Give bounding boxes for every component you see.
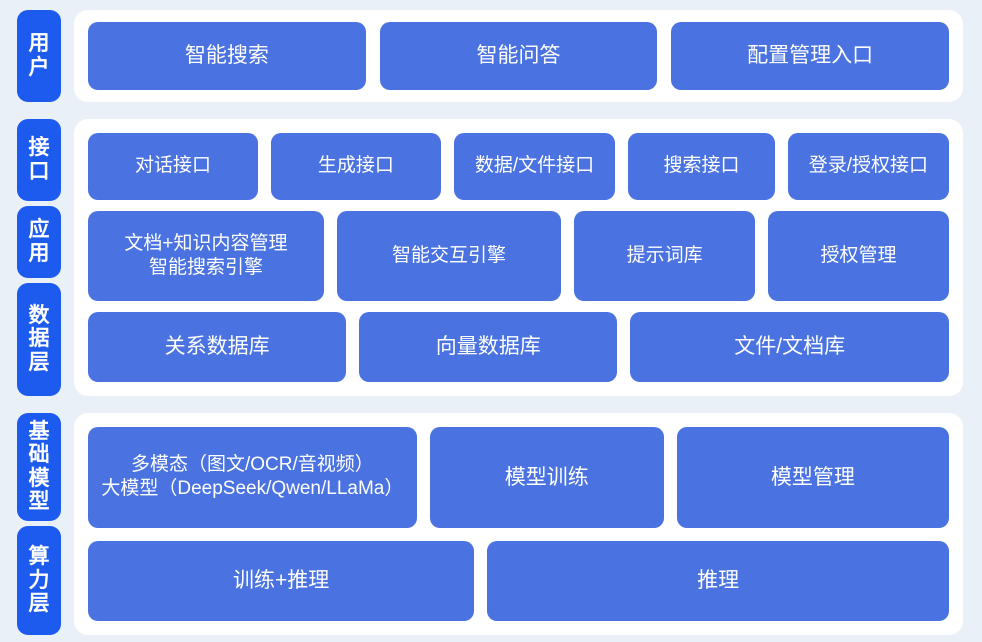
row-compute: 训练+推理 推理 bbox=[88, 541, 949, 622]
layer-tab-foundation-model-label: 基础模型 bbox=[28, 419, 50, 514]
box-intelligent-qa[interactable]: 智能问答 bbox=[379, 22, 658, 90]
box-inference[interactable]: 推理 bbox=[487, 541, 949, 622]
row-application: 文档+知识内容管理 智能搜索引擎 智能交互引擎 提示词库 授权管理 bbox=[88, 210, 949, 302]
layer-tab-application[interactable]: 应用 bbox=[17, 205, 61, 278]
layer-tab-data-label: 数据层 bbox=[28, 303, 50, 374]
box-config-management-entry[interactable]: 配置管理入口 bbox=[671, 22, 950, 90]
layer-tab-data[interactable]: 数据层 bbox=[17, 282, 61, 396]
box-interaction-engine[interactable]: 智能交互引擎 bbox=[336, 210, 562, 302]
layer-tab-rail-user: 用户 bbox=[0, 10, 74, 102]
box-multimodal-large-model[interactable]: 多模态（图文/OCR/音视频） 大模型（DeepSeek/Qwen/LLaMa） bbox=[88, 426, 417, 529]
box-vector-database[interactable]: 向量数据库 bbox=[359, 312, 618, 382]
box-intelligent-search[interactable]: 智能搜索 bbox=[88, 22, 366, 90]
layer-tab-interface-label: 接口 bbox=[28, 136, 50, 183]
row-interface: 对话接口 生成接口 数据/文件接口 搜索接口 登录/授权接口 bbox=[88, 132, 950, 200]
box-authorization-management[interactable]: 授权管理 bbox=[768, 210, 949, 302]
box-dialog-api[interactable]: 对话接口 bbox=[88, 132, 258, 200]
layer-tab-interface[interactable]: 接口 bbox=[17, 118, 61, 201]
box-prompt-library[interactable]: 提示词库 bbox=[574, 210, 756, 302]
box-data-file-api[interactable]: 数据/文件接口 bbox=[453, 132, 616, 200]
box-document-knowledge-management[interactable]: 文档+知识内容管理 智能搜索引擎 bbox=[88, 210, 324, 302]
row-data: 关系数据库 向量数据库 文件/文档库 bbox=[88, 312, 949, 382]
box-model-training[interactable]: 模型训练 bbox=[429, 426, 664, 529]
layer-tab-compute[interactable]: 算力层 bbox=[17, 525, 61, 635]
box-search-api[interactable]: 搜索接口 bbox=[628, 132, 775, 200]
layer-tab-user-label: 用户 bbox=[28, 32, 50, 79]
layer-tab-application-label: 应用 bbox=[28, 218, 50, 265]
panel-user: 智能搜索 智能问答 配置管理入口 bbox=[74, 10, 963, 102]
row-user-entries: 智能搜索 智能问答 配置管理入口 bbox=[88, 22, 950, 90]
layer-group-user: 用户 智能搜索 智能问答 配置管理入口 bbox=[0, 10, 982, 102]
layer-group-infrastructure: 基础模型 算力层 多模态（图文/OCR/音视频） 大模型（DeepSeek/Qw… bbox=[0, 412, 982, 635]
box-login-auth-api[interactable]: 登录/授权接口 bbox=[787, 132, 950, 200]
box-file-document-store[interactable]: 文件/文档库 bbox=[630, 312, 949, 382]
layer-tab-rail-infrastructure: 基础模型 算力层 bbox=[0, 412, 74, 635]
box-model-management[interactable]: 模型管理 bbox=[676, 426, 950, 529]
box-generation-api[interactable]: 生成接口 bbox=[270, 132, 441, 200]
layer-tab-rail-platform: 接口 应用 数据层 bbox=[0, 118, 74, 396]
panel-infrastructure: 多模态（图文/OCR/音视频） 大模型（DeepSeek/Qwen/LLaMa）… bbox=[74, 412, 963, 635]
layer-group-platform: 接口 应用 数据层 对话接口 生成接口 数据/文件接口 搜索接口 登录/授权接口… bbox=[0, 118, 982, 396]
panel-platform: 对话接口 生成接口 数据/文件接口 搜索接口 登录/授权接口 文档+知识内容管理… bbox=[74, 118, 963, 396]
box-training-and-inference[interactable]: 训练+推理 bbox=[88, 541, 475, 622]
layer-tab-user[interactable]: 用户 bbox=[17, 10, 61, 102]
layer-tab-compute-label: 算力层 bbox=[28, 545, 50, 616]
row-model: 多模态（图文/OCR/音视频） 大模型（DeepSeek/Qwen/LLaMa）… bbox=[88, 426, 950, 529]
box-relational-database[interactable]: 关系数据库 bbox=[88, 312, 347, 382]
layer-tab-foundation-model[interactable]: 基础模型 bbox=[17, 412, 61, 521]
